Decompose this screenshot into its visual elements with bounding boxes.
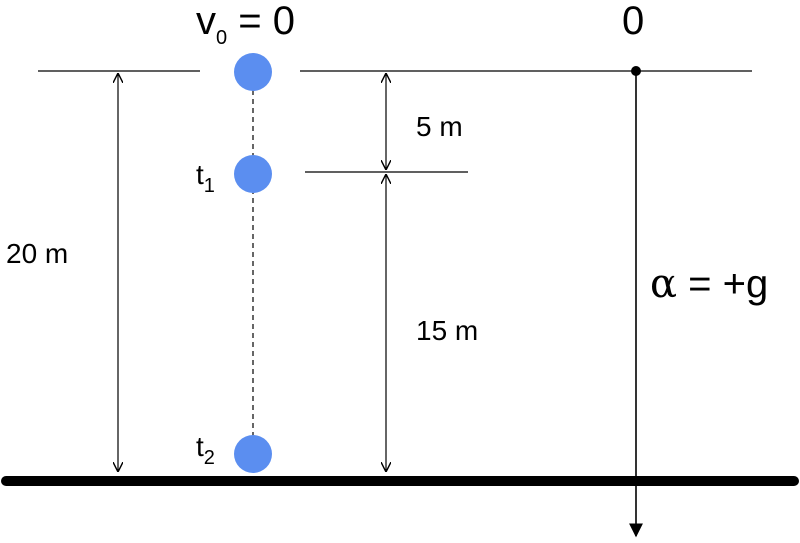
acceleration-label: α = +g bbox=[650, 261, 768, 307]
origin-label: 0 bbox=[622, 0, 644, 43]
top-distance-label: 5 m bbox=[416, 111, 463, 142]
total-distance-label: 20 m bbox=[6, 238, 68, 269]
t1-label: t1 bbox=[196, 159, 215, 197]
ball-start bbox=[234, 53, 272, 91]
bottom-distance-label: 15 m bbox=[416, 315, 478, 346]
ball-t1 bbox=[234, 155, 272, 193]
initial-velocity-label: v0 = 0 bbox=[196, 0, 295, 49]
ball-t2 bbox=[234, 435, 272, 473]
t2-label: t2 bbox=[196, 431, 215, 469]
